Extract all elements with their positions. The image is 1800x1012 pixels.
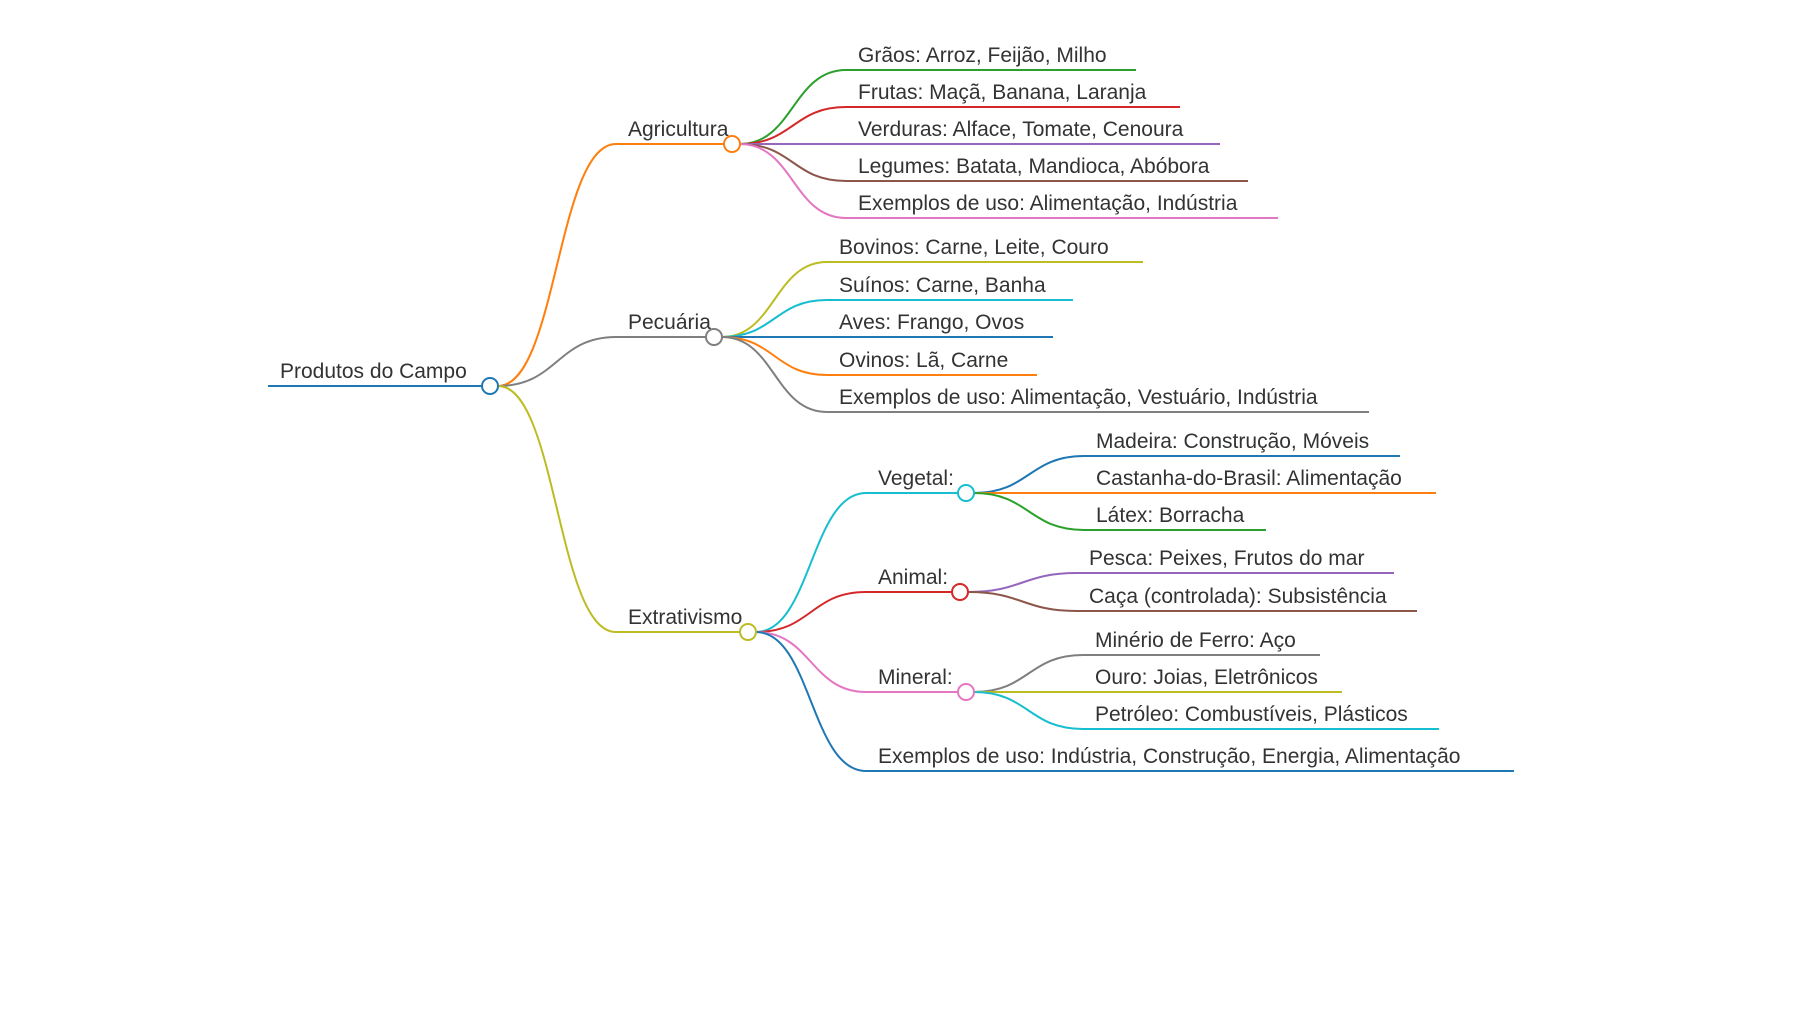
link-pecuaria-suinos xyxy=(721,299,828,338)
link-pecuaria-pec-uso xyxy=(721,336,828,413)
node-agri-uso[interactable]: Exemplos de uso: Alimentação, Indústria xyxy=(846,192,1278,219)
node-label: Petróleo: Combustíveis, Plásticos xyxy=(1095,703,1408,726)
node-label: Mineral: xyxy=(878,666,953,689)
node-minerio[interactable]: Minério de Ferro: Aço xyxy=(1083,629,1320,656)
node-label: Ovinos: Lã, Carne xyxy=(839,349,1008,372)
node-label: Exemplos de uso: Indústria, Construção, … xyxy=(878,745,1460,768)
link-agricultura-agri-uso xyxy=(739,143,847,219)
node-pec-uso[interactable]: Exemplos de uso: Alimentação, Vestuário,… xyxy=(827,386,1369,413)
link-mineral-petroleo xyxy=(973,691,1084,730)
node-label: Látex: Borracha xyxy=(1096,504,1245,527)
collapse-toggle-circle[interactable] xyxy=(957,683,975,701)
node-suinos[interactable]: Suínos: Carne, Banha xyxy=(827,274,1073,301)
link-vegetal-madeira xyxy=(973,455,1085,494)
node-madeira[interactable]: Madeira: Construção, Móveis xyxy=(1084,430,1400,457)
link-extrativismo-vegetal xyxy=(755,492,867,633)
link-animal-caca xyxy=(967,591,1078,612)
collapse-toggle-circle[interactable] xyxy=(951,583,969,601)
node-label: Legumes: Batata, Mandioca, Abóbora xyxy=(858,155,1210,178)
node-castanha[interactable]: Castanha-do-Brasil: Alimentação xyxy=(1084,467,1436,494)
link-extrativismo-animal xyxy=(755,591,867,633)
link-agricultura-legumes xyxy=(739,143,847,182)
node-pesca[interactable]: Pesca: Peixes, Frutos do mar xyxy=(1077,547,1394,574)
node-pecuaria[interactable]: Pecuária xyxy=(616,311,723,346)
node-label: Caça (controlada): Subsistência xyxy=(1089,585,1387,608)
mind-map-links xyxy=(497,69,1085,772)
link-pecuaria-bovinos xyxy=(721,261,828,338)
node-label: Animal: xyxy=(878,566,948,589)
link-agricultura-frutas xyxy=(739,106,847,145)
node-extrativismo[interactable]: Extrativismo xyxy=(616,606,757,641)
node-label: Pecuária xyxy=(628,311,711,334)
node-label: Aves: Frango, Ovos xyxy=(839,311,1024,334)
node-animal[interactable]: Animal: xyxy=(866,566,969,601)
link-animal-pesca xyxy=(967,572,1078,593)
node-graos[interactable]: Grãos: Arroz, Feijão, Milho xyxy=(846,44,1136,71)
node-mineral[interactable]: Mineral: xyxy=(866,666,975,701)
node-aves[interactable]: Aves: Frango, Ovos xyxy=(827,311,1053,338)
node-ouro[interactable]: Ouro: Joias, Eletrônicos xyxy=(1083,666,1342,693)
collapse-toggle-circle[interactable] xyxy=(739,623,757,641)
mind-map-nodes: Produtos do Campo Agricultura Grãos: Arroz… xyxy=(268,44,1514,772)
node-label: Ouro: Joias, Eletrônicos xyxy=(1095,666,1318,689)
node-ext-uso[interactable]: Exemplos de uso: Indústria, Construção, … xyxy=(866,745,1514,772)
node-caca[interactable]: Caça (controlada): Subsistência xyxy=(1077,585,1417,612)
link-extrativismo-mineral xyxy=(755,631,867,693)
node-label: Castanha-do-Brasil: Alimentação xyxy=(1096,467,1402,490)
node-vegetal[interactable]: Vegetal: xyxy=(866,467,975,502)
node-legumes[interactable]: Legumes: Batata, Mandioca, Abóbora xyxy=(846,155,1248,182)
link-root-extrativismo xyxy=(497,385,617,633)
link-root-pecuaria xyxy=(497,336,617,387)
node-label: Suínos: Carne, Banha xyxy=(839,274,1046,297)
link-agricultura-graos xyxy=(739,69,847,145)
node-latex[interactable]: Látex: Borracha xyxy=(1084,504,1266,531)
node-label: Agricultura xyxy=(628,118,729,141)
collapse-toggle-circle[interactable] xyxy=(957,484,975,502)
node-petroleo[interactable]: Petróleo: Combustíveis, Plásticos xyxy=(1083,703,1439,730)
node-label: Verduras: Alface, Tomate, Cenoura xyxy=(858,118,1184,141)
node-label: Minério de Ferro: Aço xyxy=(1095,629,1296,652)
node-label: Exemplos de uso: Alimentação, Vestuário,… xyxy=(839,386,1318,409)
collapse-toggle-circle[interactable] xyxy=(481,377,499,395)
link-mineral-minerio xyxy=(973,654,1084,693)
node-label: Frutas: Maçã, Banana, Laranja xyxy=(858,81,1147,104)
collapse-toggle-circle[interactable] xyxy=(723,135,741,153)
node-label: Vegetal: xyxy=(878,467,954,490)
node-bovinos[interactable]: Bovinos: Carne, Leite, Couro xyxy=(827,236,1143,263)
collapse-toggle-circle[interactable] xyxy=(705,328,723,346)
node-label: Extrativismo xyxy=(628,606,742,629)
node-label: Bovinos: Carne, Leite, Couro xyxy=(839,236,1109,259)
node-root[interactable]: Produtos do Campo xyxy=(268,360,499,395)
node-label: Pesca: Peixes, Frutos do mar xyxy=(1089,547,1364,570)
node-label: Exemplos de uso: Alimentação, Indústria xyxy=(858,192,1238,215)
node-label: Grãos: Arroz, Feijão, Milho xyxy=(858,44,1107,67)
node-frutas[interactable]: Frutas: Maçã, Banana, Laranja xyxy=(846,81,1180,108)
node-verduras[interactable]: Verduras: Alface, Tomate, Cenoura xyxy=(846,118,1220,145)
link-pecuaria-ovinos xyxy=(721,336,828,376)
link-vegetal-latex xyxy=(973,492,1085,531)
link-root-agricultura xyxy=(497,143,617,387)
node-agricultura[interactable]: Agricultura xyxy=(616,118,741,153)
node-ovinos[interactable]: Ovinos: Lã, Carne xyxy=(827,349,1037,376)
link-extrativismo-ext-uso xyxy=(755,631,867,772)
node-label: Produtos do Campo xyxy=(280,360,467,383)
node-label: Madeira: Construção, Móveis xyxy=(1096,430,1369,453)
